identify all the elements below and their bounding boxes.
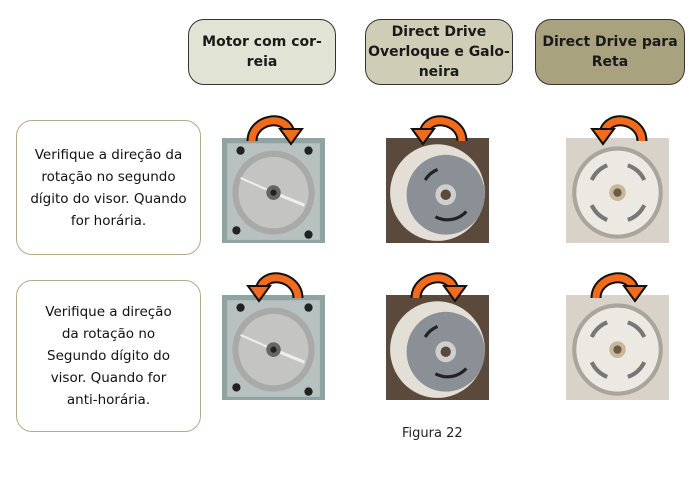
motor-photo — [222, 138, 325, 243]
clockwise-arrow-icon — [244, 111, 306, 151]
motor-photo — [566, 138, 669, 243]
motor-photo — [386, 138, 489, 243]
motor-photo — [386, 295, 489, 400]
motor-photo — [566, 295, 669, 400]
note-counterclockwise: Verifique a direção da rotação no Segund… — [16, 280, 201, 432]
header-direct-drive-overloque: Direct Drive Overloque e Galo- neira — [365, 19, 513, 85]
header-motor-correia: Motor com cor- reia — [188, 19, 336, 85]
clockwise-arrow-icon — [588, 268, 650, 308]
motor-photo — [222, 295, 325, 400]
counterclockwise-arrow-icon — [408, 111, 470, 151]
counterclockwise-arrow-icon — [588, 111, 650, 151]
clockwise-arrow-icon — [408, 268, 470, 308]
counterclockwise-arrow-icon — [244, 268, 306, 308]
header-direct-drive-reta: Direct Drive para Reta — [535, 19, 685, 85]
figure-caption: Figura 22 — [402, 426, 463, 441]
note-clockwise: Verifique a direção da rotação no segund… — [16, 120, 201, 255]
